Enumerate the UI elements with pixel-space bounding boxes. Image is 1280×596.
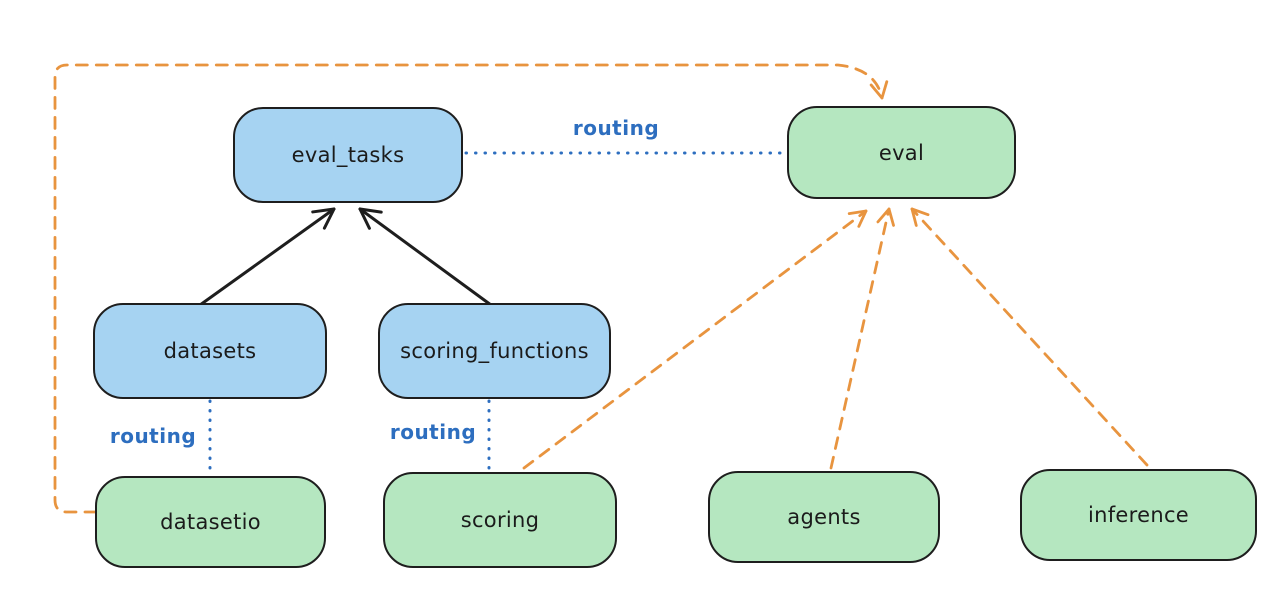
node-inference: inference — [1020, 469, 1257, 561]
node-eval-tasks-label: eval_tasks — [291, 143, 405, 167]
node-scoring-label: scoring — [460, 508, 540, 532]
edge-scoring-to-eval-arrow — [522, 209, 868, 470]
routing-label-eval-tasks-eval: routing — [572, 116, 660, 140]
node-datasets-label: datasets — [163, 339, 257, 363]
node-eval: eval — [787, 106, 1016, 199]
node-agents-label: agents — [787, 505, 861, 529]
node-inference-label: inference — [1087, 503, 1190, 527]
node-eval-label: eval — [878, 140, 925, 165]
routing-label-datasets-datasetio: routing — [109, 424, 197, 448]
node-agents: agents — [708, 471, 940, 563]
routing-label-scoring-functions-scoring: routing — [389, 420, 477, 444]
node-datasetio: datasetio — [95, 476, 326, 568]
edge-scoring-functions-to-eval-tasks-arrow — [358, 207, 493, 307]
node-eval-tasks: eval_tasks — [233, 107, 463, 203]
node-datasetio-label: datasetio — [160, 510, 261, 534]
edge-inference-to-eval-arrow — [910, 207, 1149, 467]
edge-agents-to-eval-arrow — [829, 207, 895, 470]
node-scoring: scoring — [383, 472, 617, 568]
node-scoring-functions: scoring_functions — [378, 303, 611, 399]
node-scoring-functions-label: scoring_functions — [400, 339, 589, 363]
edge-datasets-to-eval-tasks-arrow — [198, 207, 336, 307]
edge-datasetio-to-eval-arrow — [53, 63, 889, 514]
node-datasets: datasets — [93, 303, 327, 399]
